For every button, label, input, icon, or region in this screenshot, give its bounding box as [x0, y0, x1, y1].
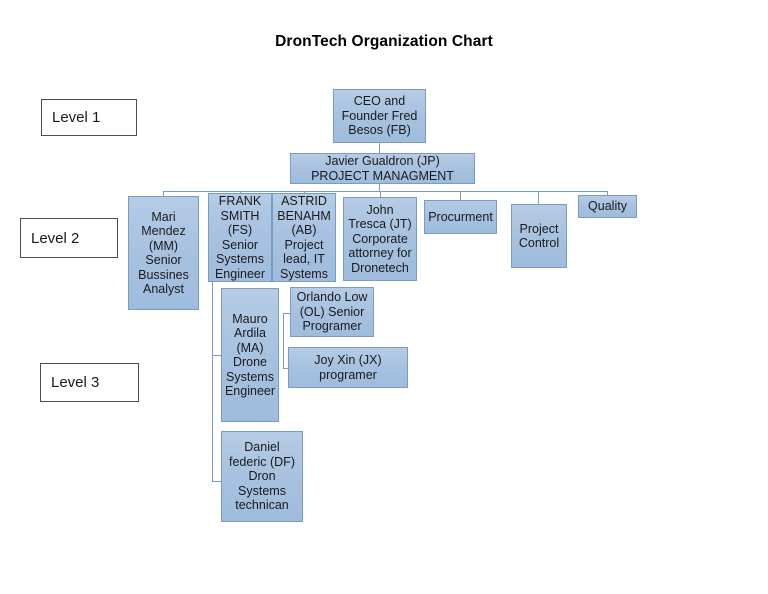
node-quality[interactable]: Quality [578, 195, 637, 218]
node-project-control[interactable]: Project Control [511, 204, 567, 268]
connector-frank-mauro [212, 355, 221, 356]
connector-drop-quality [607, 191, 608, 196]
node-procurment[interactable]: Procurment [424, 200, 497, 234]
node-daniel-federic[interactable]: Daniel federic (DF) Dron Systems technic… [221, 431, 303, 522]
connector-mauro-orlando [283, 313, 290, 314]
connector-mauro-spine [283, 313, 284, 369]
connector-drop-procurment [460, 191, 461, 201]
level-label-3: Level 3 [40, 363, 139, 402]
connector-drop-astrid [304, 191, 305, 194]
node-john-tresca[interactable]: John Tresca (JT) Corporate attorney for … [343, 197, 417, 281]
page-title: DronTech Organization Chart [275, 33, 493, 50]
node-mauro-ardila[interactable]: Mauro Ardila (MA) Drone Systems Engineer [221, 288, 279, 422]
connector-level2-bus [163, 191, 608, 192]
node-frank-smith[interactable]: FRANK SMITH (FS) Senior Systems Engineer [208, 193, 272, 282]
connector-drop-mari [163, 191, 164, 197]
node-project-management[interactable]: Javier Gualdron (JP) PROJECT MANAGMENT [290, 153, 475, 184]
connector-mauro-joy [283, 368, 290, 369]
connector-drop-control [538, 191, 539, 205]
level-label-2: Level 2 [20, 218, 118, 258]
level-label-1: Level 1 [41, 99, 137, 136]
connector-drop-frank [240, 191, 241, 194]
connector-frank-daniel [212, 481, 221, 482]
connector-drop-john [380, 191, 381, 198]
node-mari-mendez[interactable]: Mari Mendez (MM) Senior Bussines Analyst [128, 196, 199, 310]
node-ceo[interactable]: CEO and Founder Fred Besos (FB) [333, 89, 426, 143]
node-orlando-low[interactable]: Orlando Low (OL) Senior Programer [290, 287, 374, 337]
connector-pm-drop [379, 183, 380, 192]
node-joy-xin[interactable]: Joy Xin (JX) programer [288, 347, 408, 388]
connector-frank-spine [212, 282, 213, 481]
connector-ceo-pm [379, 143, 380, 154]
node-astrid-benahm[interactable]: ASTRID BENAHM (AB) Project lead, IT Syst… [272, 193, 336, 282]
